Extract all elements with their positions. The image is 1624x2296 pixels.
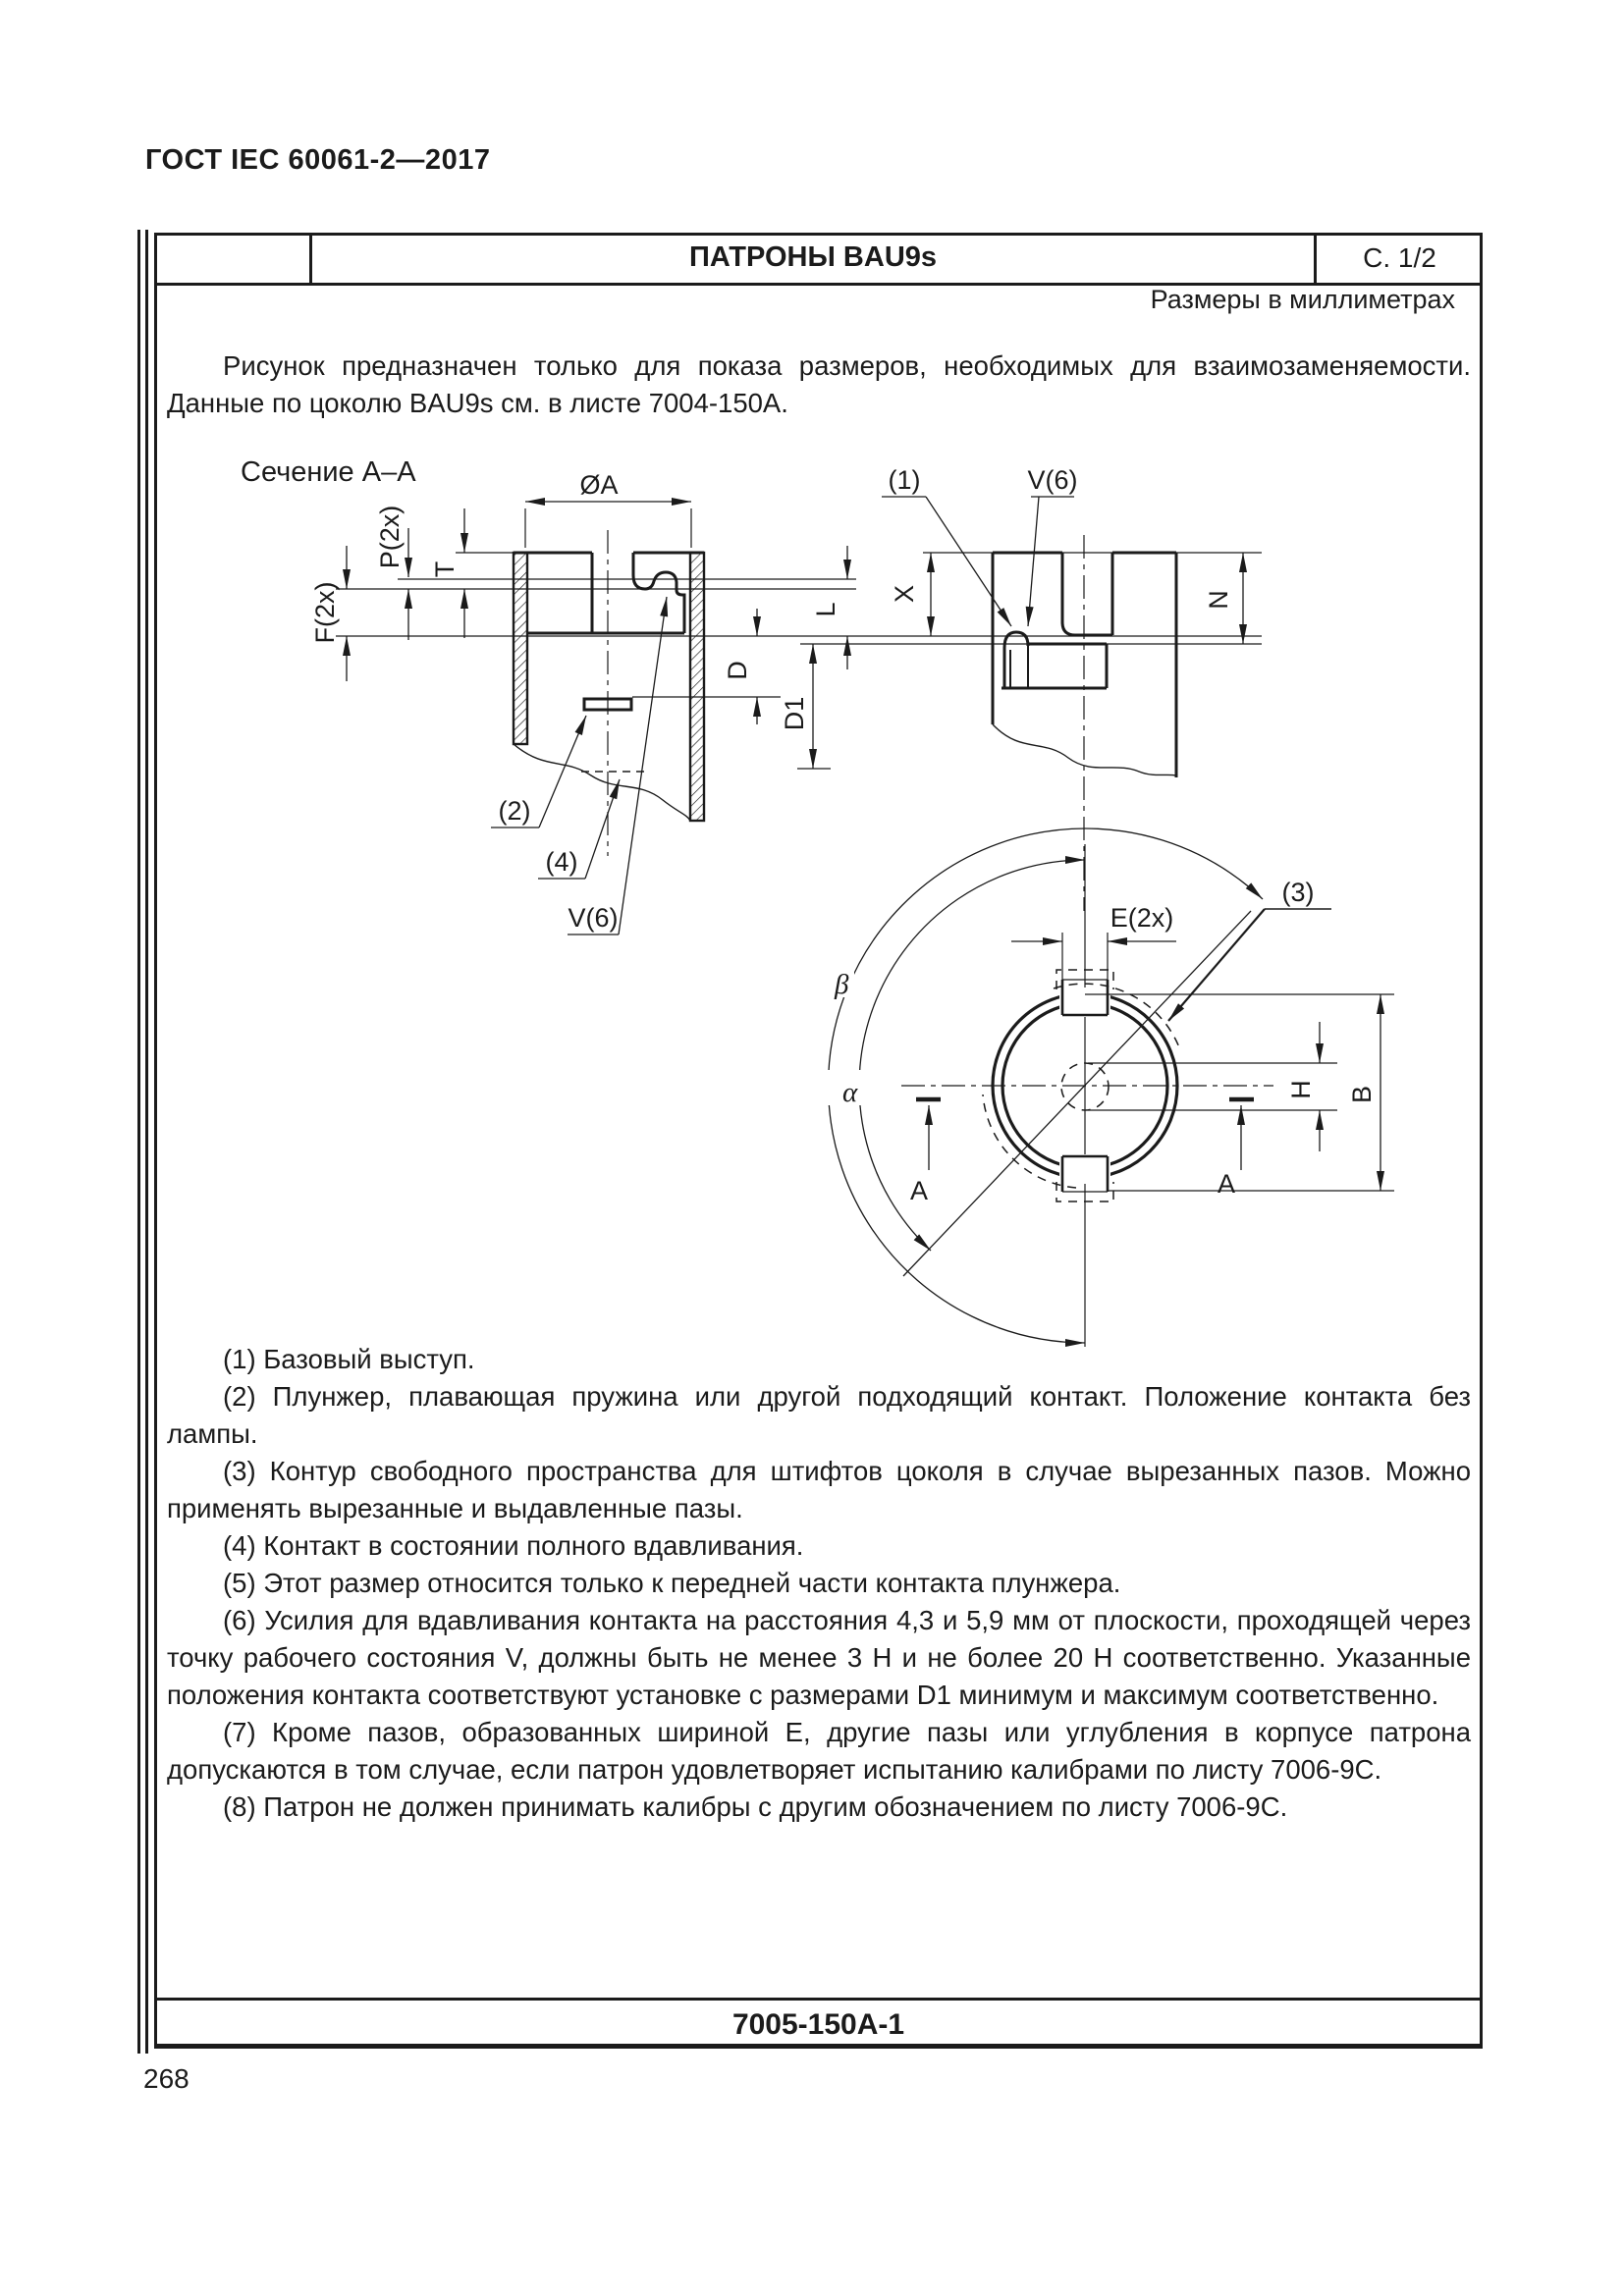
callout-4-leader [584, 778, 621, 880]
free-space-contour-bottom [982, 1094, 1077, 1189]
dim-label-p: P(2x) [375, 506, 405, 569]
free-space-contour-top [1053, 983, 1180, 1048]
sheet-header-row [157, 236, 1480, 286]
standard-code: ГОСТ IEC 60061-2—2017 [145, 144, 491, 176]
angle-arc-alpha [858, 856, 1086, 1252]
right-wall-hatched [688, 551, 706, 823]
left-wall-hatched [512, 551, 529, 746]
callout-4-label: (4) [546, 847, 578, 877]
note-4: (4) Контакт в состоянии полного вдавлива… [223, 1530, 804, 1561]
note-3: (3) Контур свободного пространства для ш… [167, 1456, 1471, 1523]
dim-label-dia-a: ØA [579, 470, 618, 500]
callout-3-leader [1167, 908, 1266, 1022]
note-6: (6) Усилия для вдавливания контакта на р… [167, 1605, 1471, 1710]
intro-paragraph: Рисунок предназначен только для показа р… [167, 347, 1471, 422]
left-double-rule-inner [145, 230, 148, 2054]
dim-label-t: T [430, 561, 460, 578]
note-5: (5) Этот размер относится только к перед… [223, 1568, 1121, 1598]
notes-list: (1) Базовый выступ. (2) Плунжер, плавающ… [167, 1341, 1471, 1826]
center-pin-contour [1060, 1062, 1110, 1111]
intro-text: Рисунок предназначен только для показа р… [167, 350, 1471, 418]
callout-v6-label: V(6) [568, 903, 618, 933]
sheet-title: ПАТРОНЫ BAU9s [688, 241, 938, 273]
header-divider-1 [309, 233, 312, 283]
dim-label-h: H [1286, 1080, 1316, 1099]
sheet-frame [154, 233, 1483, 2049]
plan-view: β α [817, 828, 1394, 1347]
sheet-page-ref: С. 1/2 [1363, 242, 1436, 273]
angle-label-beta: β [834, 969, 849, 1000]
header-divider-2 [1314, 233, 1317, 283]
sheet-number: 7005-150A-1 [154, 1998, 1483, 2049]
dim-label-d1: D1 [780, 697, 809, 731]
dim-label-n: N [1204, 590, 1233, 610]
plunger-contact-profile [631, 553, 686, 633]
note-7: (7) Кроме пазов, образованных шириной Е,… [167, 1717, 1471, 1785]
dim-label-f: F(2x) [310, 582, 340, 644]
callout-3-label: (3) [1282, 878, 1315, 907]
section-plane-line [902, 910, 1252, 1277]
callout-2-leader [538, 715, 587, 828]
page-number: 268 [143, 2063, 189, 2094]
units-note: Размеры в миллиметрах [1150, 285, 1455, 314]
callout-v6-top-leader [1025, 496, 1040, 627]
callout-1-label: (1) [889, 465, 921, 495]
end-view: X L N (1) V(6) [811, 465, 1262, 911]
callout-1-leader [925, 496, 1012, 627]
section-letter-left: A [910, 1176, 928, 1205]
callout-2-label: (2) [499, 796, 531, 826]
angle-label-alpha: α [842, 1077, 858, 1108]
callout-v6-leader [618, 596, 669, 935]
base-protrusion-dome [1002, 630, 1030, 649]
dim-label-d: D [723, 661, 752, 680]
dim-label-b: B [1347, 1086, 1377, 1103]
callout-v6-top-label: V(6) [1027, 465, 1077, 495]
dim-label-x: X [890, 585, 919, 603]
dim-label-l: L [811, 602, 840, 616]
note-8: (8) Патрон не должен принимать калибры с… [223, 1791, 1288, 1822]
note-2: (2) Плунжер, плавающая пружина или друго… [167, 1381, 1471, 1449]
section-view-label: Сечение А–А [241, 456, 416, 488]
break-line-left-view [513, 743, 691, 822]
break-line-right-view [992, 723, 1177, 776]
dim-label-e: E(2x) [1110, 903, 1174, 933]
left-double-rule-outer [137, 230, 140, 2054]
note-1: (1) Базовый выступ. [223, 1344, 475, 1374]
section-view: Сечение А–А [241, 456, 1262, 935]
section-letter-right: A [1218, 1169, 1235, 1199]
